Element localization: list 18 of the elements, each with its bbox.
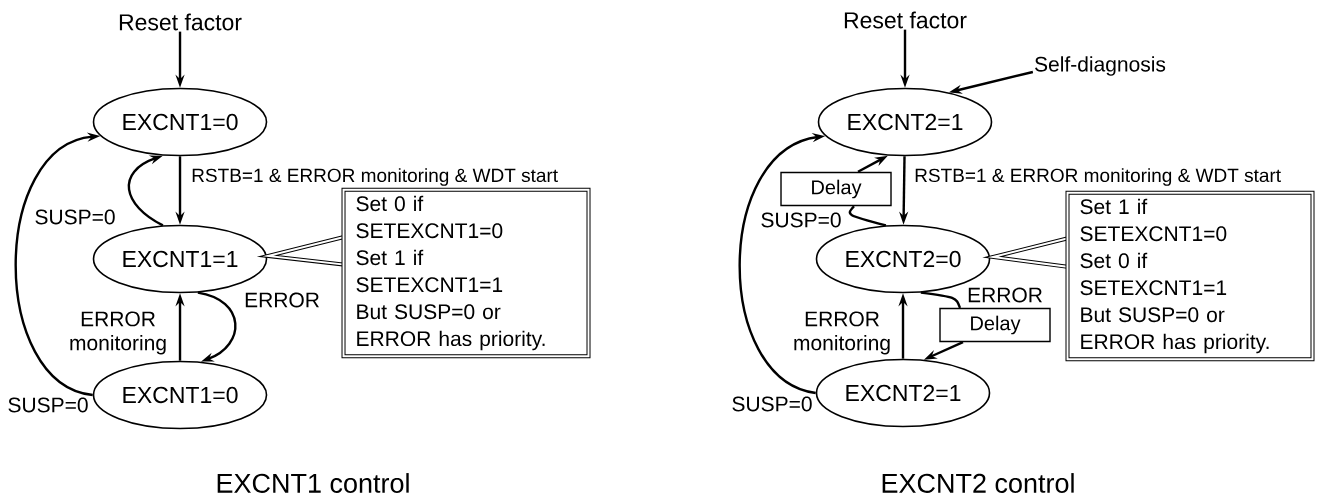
delay-box: Delay — [780, 171, 892, 207]
edge-label: SUSP=0 — [6, 396, 90, 414]
arrow — [127, 155, 164, 227]
connector-line — [849, 205, 887, 227]
edge-label: RSTB=1 & ERROR monitoring & WDT start — [190, 167, 560, 187]
caption: EXCNT1 control — [217, 473, 409, 493]
arrow — [197, 291, 237, 362]
caption: EXCNT2 control — [882, 473, 1074, 493]
edge-label: SUSP=0 — [33, 208, 117, 226]
edge-label: ERROR monitoring — [788, 310, 896, 356]
input-label: Reset factor — [844, 11, 967, 29]
edge-label: RSTB=1 & ERROR monitoring & WDT start — [913, 167, 1283, 187]
connector-line — [920, 291, 962, 309]
input-label: Reset factor — [119, 13, 242, 31]
input-label: Self-diagnosis — [1035, 56, 1166, 76]
delay-box: Delay — [939, 307, 1051, 343]
edge-label: ERROR monitoring — [64, 310, 172, 356]
edge-label: SUSP=0 — [730, 395, 814, 413]
